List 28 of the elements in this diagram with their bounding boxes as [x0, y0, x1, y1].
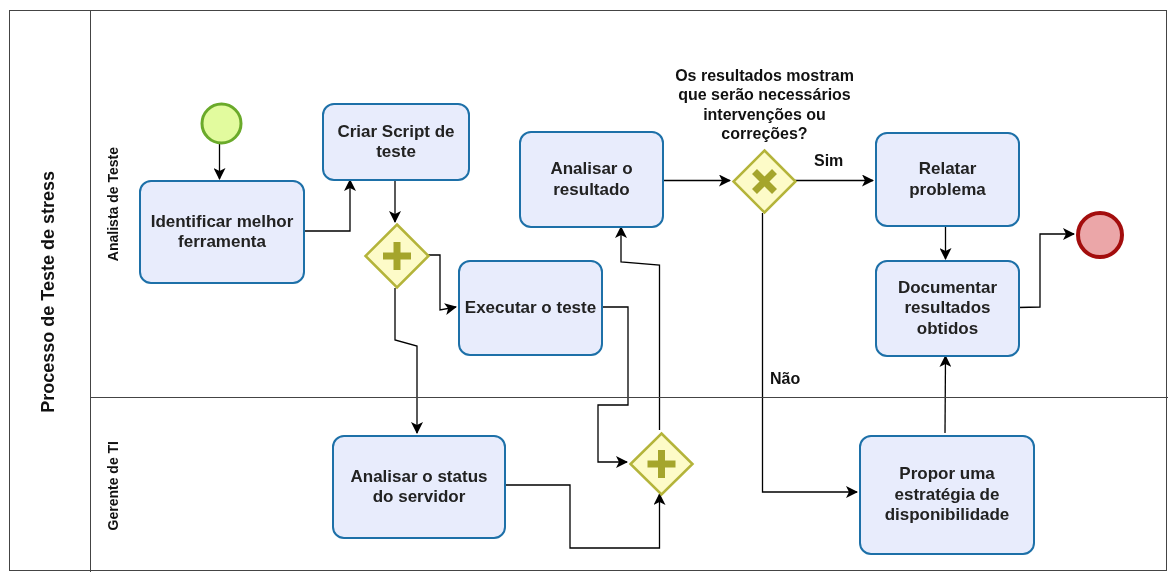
pool-title: Processo de Teste de stress [38, 170, 59, 413]
task-box: Criar Script de teste [322, 103, 470, 181]
pool [9, 10, 1167, 571]
sequence-flow-arrow [597, 306, 629, 468]
sequence-flow-arrow [427, 254, 457, 315]
gateway-question: Os resultados mostram que serão necessários intervenções ou correções? [674, 66, 855, 143]
parallel-gateway-diamond [629, 432, 694, 496]
sequence-flow-arrow [939, 355, 952, 434]
parallel-gateway-diamond [364, 223, 430, 289]
task-box: Relatar problema [875, 132, 1020, 227]
sequence-flow-arrow [615, 226, 661, 431]
task-box: Propor uma estratégia de disponibilidade [859, 435, 1035, 555]
sequence-flow-arrow [394, 287, 423, 434]
end-event-circle [1076, 211, 1124, 259]
task-box: Analisar o resultado [519, 131, 664, 228]
sequence-flow-arrow [389, 179, 401, 223]
task-box: Identificar melhor ferramenta [139, 180, 305, 284]
sequence-flow-arrow [939, 225, 952, 260]
task-box: Documentar resultados obtidos [875, 260, 1020, 357]
sequence-flow-arrow [794, 174, 874, 187]
lane-label: Analista de Teste [105, 147, 121, 262]
start-event-circle [200, 102, 243, 145]
swimlane [90, 397, 1168, 572]
task-box: Analisar o status do servidor [332, 435, 506, 539]
task-box: Executar o teste [458, 260, 603, 356]
sequence-flow-arrow [213, 143, 226, 180]
sequence-flow-arrow [761, 212, 858, 498]
lane-label: Gerente de TI [105, 441, 121, 531]
